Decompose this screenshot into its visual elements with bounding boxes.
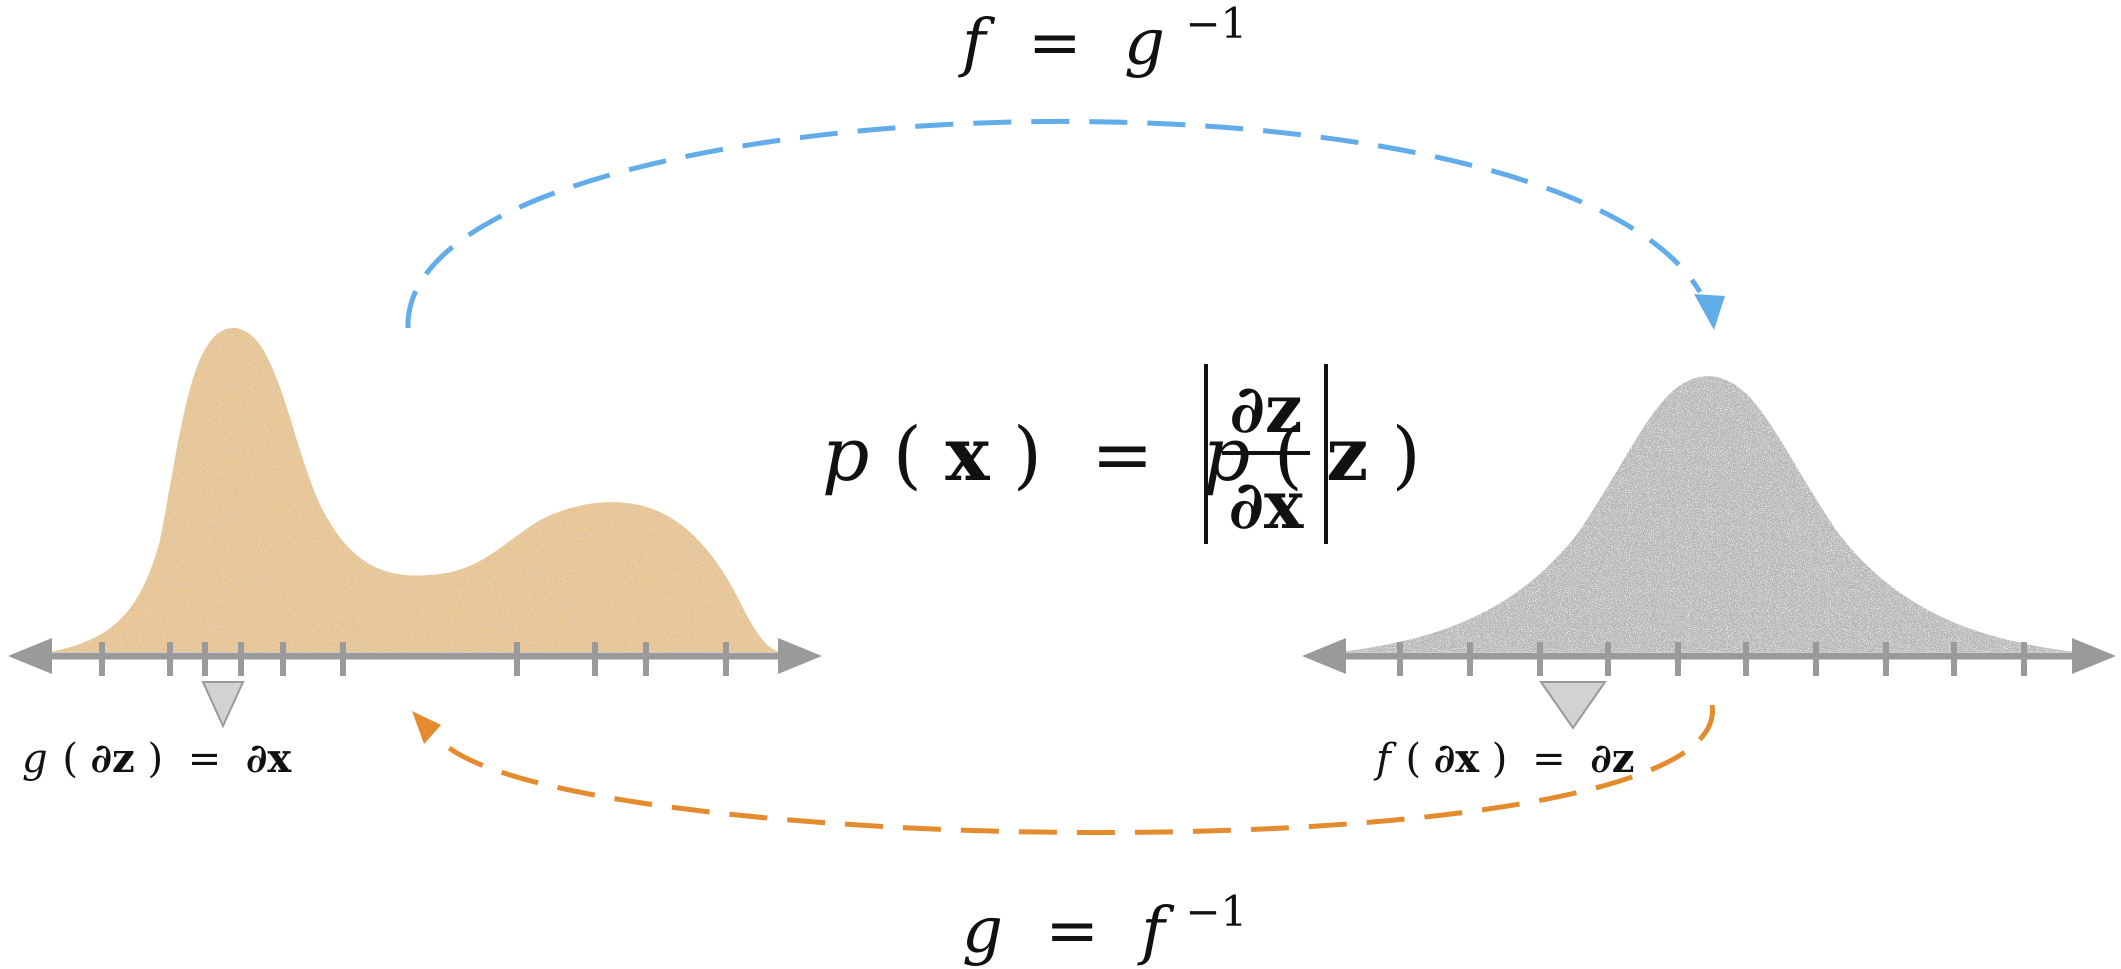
equation-eq: = <box>1091 412 1153 498</box>
inverse-map-eq: = <box>1045 894 1099 968</box>
left-label-fn: g <box>22 736 48 782</box>
right-label-fn: f <box>1373 736 1397 782</box>
forward-map-lhs: f <box>958 6 996 80</box>
forward-flow-arrow <box>405 118 1725 330</box>
equation-lhs: p ( x ) = p ( z ) <box>822 412 1421 498</box>
data-distribution <box>8 327 822 729</box>
change-of-variables-equation: p ( x ) = p ( z ) ∂z ∂x <box>822 364 1421 544</box>
right-label-arg: ∂x <box>1434 735 1480 782</box>
left-label-arg: ∂z <box>91 735 135 782</box>
forward-map-eq: = <box>1028 6 1082 80</box>
forward-map-sup: −1 <box>1185 0 1247 48</box>
forward-flow-arrowhead <box>1694 294 1725 330</box>
equation-left-arg: x <box>945 412 990 498</box>
right-axis-right-arrow <box>2072 638 2116 674</box>
right-label: f ( ∂x ) = ∂z <box>1373 735 1634 782</box>
left-label-rhs: ∂x <box>246 735 292 782</box>
fraction-denominator: ∂x <box>1229 466 1304 544</box>
gaussian-density <box>1340 376 2076 652</box>
equation-left-p: p <box>822 412 869 498</box>
left-axis-right-arrow <box>778 638 822 674</box>
left-interval-marker <box>201 681 245 729</box>
inverse-flow-arrowhead <box>412 711 441 744</box>
inverse-map-lhs: g <box>962 894 1003 968</box>
inverse-flow-arrow <box>412 704 1715 835</box>
right-interval-marker <box>1539 681 1607 730</box>
left-label: g ( ∂z ) = ∂x <box>22 735 292 782</box>
forward-map-rhs: g <box>1124 6 1165 80</box>
inverse-map-sup: −1 <box>1185 887 1247 936</box>
forward-map-label: f = g −1 <box>958 0 1247 80</box>
right-label-rhs: ∂z <box>1590 735 1634 782</box>
left-axis-ticks <box>99 642 729 676</box>
left-axis <box>8 638 822 676</box>
forward-flow-arc <box>405 118 1703 329</box>
left-label-eq: = <box>188 736 222 782</box>
inverse-flow-arc <box>433 704 1715 835</box>
right-axis-ticks <box>1397 642 2027 676</box>
right-axis <box>1302 638 2116 676</box>
fraction-numerator: ∂z <box>1230 370 1303 448</box>
right-axis-left-arrow <box>1302 638 1346 674</box>
right-label-eq: = <box>1532 736 1566 782</box>
latent-distribution <box>1302 376 2116 730</box>
left-axis-left-arrow <box>8 638 52 674</box>
inverse-map-rhs: f <box>1137 894 1175 968</box>
inverse-map-label: g = f −1 <box>962 887 1247 968</box>
equation-right-arg: z <box>1326 412 1368 498</box>
bimodal-density <box>50 327 780 652</box>
